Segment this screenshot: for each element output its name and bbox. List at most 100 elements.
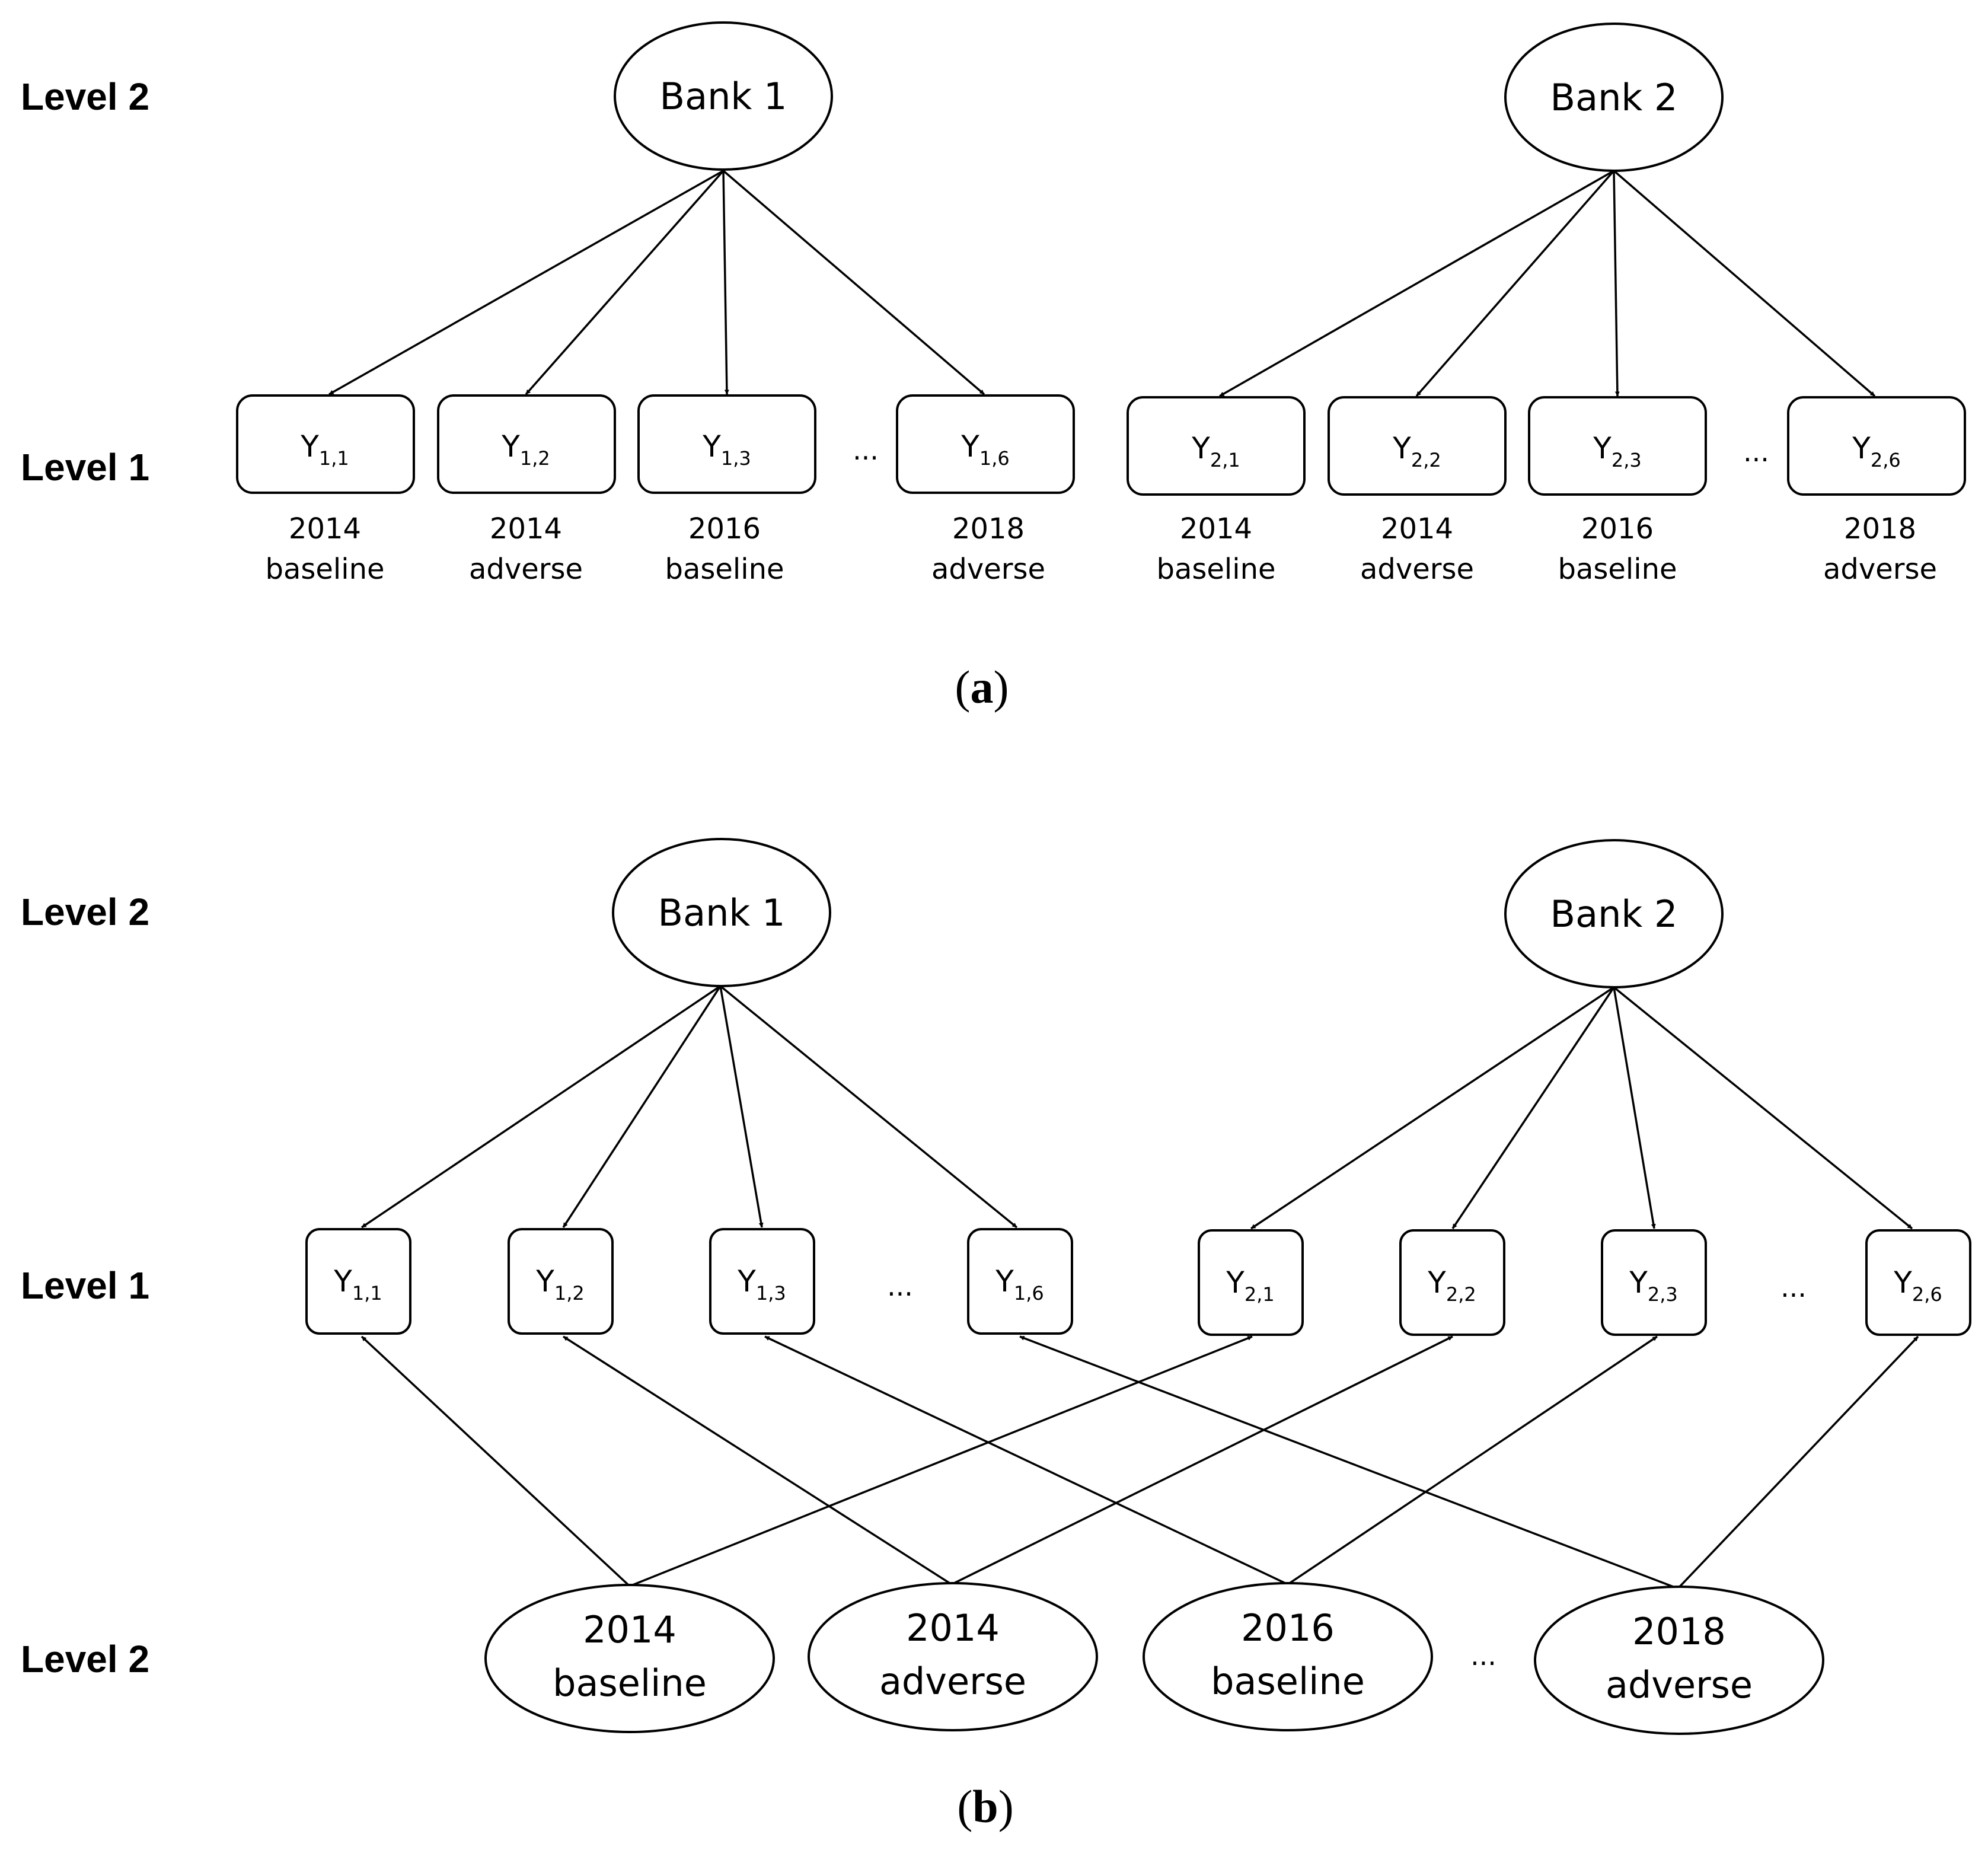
y-subscript: 2,3 xyxy=(1648,1283,1678,1306)
y-subscript: 2,6 xyxy=(1871,449,1901,471)
y-node: Y2,6 xyxy=(1787,396,1966,496)
y-node: Y1,1 xyxy=(236,394,415,494)
svg-text:Y2,2: Y2,2 xyxy=(1427,1265,1476,1306)
scenario-node: 2018 adverse xyxy=(1534,1586,1824,1735)
edge-bank1-y16 xyxy=(719,985,1018,1229)
y-subscript: 1,3 xyxy=(721,447,751,470)
y-symbol: Y xyxy=(300,429,319,464)
y-node: Y2,1 xyxy=(1127,396,1306,496)
scenario-type: baseline xyxy=(1211,1660,1365,1703)
level-1-label: Level 1 xyxy=(21,1264,149,1307)
y-node: Y1,6 xyxy=(967,1228,1073,1335)
y-symbol: Y xyxy=(737,1264,756,1299)
panel-b-caption: (b) xyxy=(957,1781,1013,1832)
y-node: Y2,6 xyxy=(1865,1229,1971,1336)
edge-bank2-y22 xyxy=(1451,987,1615,1229)
caption-scenario: baseline xyxy=(265,553,384,586)
y-subscript: 2,1 xyxy=(1245,1283,1275,1306)
svg-text:Y2,3: Y2,3 xyxy=(1629,1265,1677,1306)
caption-year: 2014 xyxy=(1381,512,1453,546)
y-node: Y1,3 xyxy=(637,394,816,494)
bank-2-label: Bank 2 xyxy=(1550,76,1678,119)
edge-bank1-y11 xyxy=(328,170,724,395)
caption-year: 2018 xyxy=(952,512,1025,546)
edge-2014baseline-y21 xyxy=(629,1335,1253,1587)
y-subscript: 1,6 xyxy=(1014,1282,1044,1304)
edge-bank1-y12 xyxy=(525,170,725,395)
y-subscript: 1,1 xyxy=(319,447,349,470)
level-2-label: Level 2 xyxy=(21,891,149,933)
y-node: Y1,6 xyxy=(896,394,1075,494)
caption-scenario: baseline xyxy=(1558,553,1677,586)
y-symbol: Y xyxy=(1427,1265,1446,1300)
y-symbol: Y xyxy=(961,429,979,464)
svg-text:Y2,2: Y2,2 xyxy=(1392,431,1441,471)
y-subscript: 1,1 xyxy=(352,1282,382,1304)
y-subscript: 2,2 xyxy=(1446,1283,1476,1306)
edge-bank2-y21 xyxy=(1219,170,1614,397)
y-symbol: Y xyxy=(702,429,721,464)
panel-a: Level 2 Level 1 Bank 1 Bank 2 Y1,1 Y1,2 xyxy=(21,21,1966,713)
edge-bank1-y13 xyxy=(722,170,729,395)
y-node: Y1,1 xyxy=(305,1228,411,1335)
caption-year: 2014 xyxy=(1180,512,1252,546)
svg-text:Y1,6: Y1,6 xyxy=(961,429,1009,470)
bank-1-node: Bank 1 xyxy=(612,838,831,987)
edge-bank1-y16 xyxy=(722,170,985,395)
edge-2018adverse-y16 xyxy=(1019,1335,1679,1590)
svg-text:Y2,6: Y2,6 xyxy=(1893,1265,1942,1306)
svg-text:Y2,1: Y2,1 xyxy=(1191,431,1240,471)
edge-bank1-y13 xyxy=(719,985,764,1228)
y-symbol: Y xyxy=(535,1264,554,1299)
y-subscript: 2,6 xyxy=(1912,1283,1942,1306)
edge-bank1-y11 xyxy=(361,985,721,1229)
y-symbol: Y xyxy=(1593,431,1612,465)
y-symbol: Y xyxy=(995,1264,1014,1299)
edge-bank2-y26 xyxy=(1613,986,1913,1230)
svg-text:Y1,6: Y1,6 xyxy=(995,1264,1044,1304)
y-node: Y2,3 xyxy=(1601,1229,1707,1336)
y-subscript: 2,1 xyxy=(1210,449,1240,471)
edge-2016baseline-y23 xyxy=(1287,1335,1658,1586)
bank-1-node: Bank 1 xyxy=(614,21,833,171)
ellipsis: ... xyxy=(1780,1271,1807,1303)
edge-bank1-y12 xyxy=(562,985,722,1228)
bank-2-label: Bank 2 xyxy=(1550,892,1678,936)
scenario-type: baseline xyxy=(553,1661,707,1705)
y-symbol: Y xyxy=(1893,1265,1912,1300)
svg-text:Y1,2: Y1,2 xyxy=(535,1264,584,1304)
edge-bank2-y21 xyxy=(1250,986,1614,1230)
caption-scenario: adverse xyxy=(1823,553,1937,586)
y-node: Y2,1 xyxy=(1198,1229,1304,1336)
caption-scenario: baseline xyxy=(665,553,784,586)
svg-text:Y2,6: Y2,6 xyxy=(1852,431,1900,471)
y-subscript: 1,2 xyxy=(554,1282,585,1304)
y-subscript: 1,2 xyxy=(520,447,550,470)
svg-text:Y1,1: Y1,1 xyxy=(333,1264,382,1304)
y-node: Y1,3 xyxy=(709,1228,815,1335)
svg-text:Y2,3: Y2,3 xyxy=(1593,431,1641,471)
y-symbol: Y xyxy=(1629,1265,1648,1300)
y-symbol: Y xyxy=(1226,1265,1245,1300)
y-node: Y2,3 xyxy=(1528,396,1707,496)
ellipsis: ... xyxy=(1743,436,1769,468)
edge-2014adverse-y12 xyxy=(563,1335,952,1586)
bank-2-node: Bank 2 xyxy=(1504,23,1724,172)
caption-scenario: adverse xyxy=(469,553,583,586)
edge-bank2-y23 xyxy=(1613,170,1620,397)
caption-year: 2018 xyxy=(1844,512,1916,546)
y-subscript: 1,6 xyxy=(979,447,1010,470)
ellipsis: ... xyxy=(853,434,879,466)
bank-2-node: Bank 2 xyxy=(1504,839,1724,988)
caption-year: 2016 xyxy=(688,512,761,546)
edge-2016baseline-y13 xyxy=(764,1335,1288,1586)
svg-text:Y1,3: Y1,3 xyxy=(737,1264,786,1304)
level-1-label: Level 1 xyxy=(21,446,149,489)
scenario-node: 2014 adverse xyxy=(808,1582,1098,1731)
y-subscript: 1,3 xyxy=(756,1282,786,1304)
ellipsis: ... xyxy=(887,1270,913,1302)
y-node: Y1,2 xyxy=(437,394,616,494)
scenario-year: 2014 xyxy=(583,1608,677,1651)
panel-a-caption: (a) xyxy=(955,661,1009,713)
svg-text:Y1,2: Y1,2 xyxy=(501,429,550,470)
